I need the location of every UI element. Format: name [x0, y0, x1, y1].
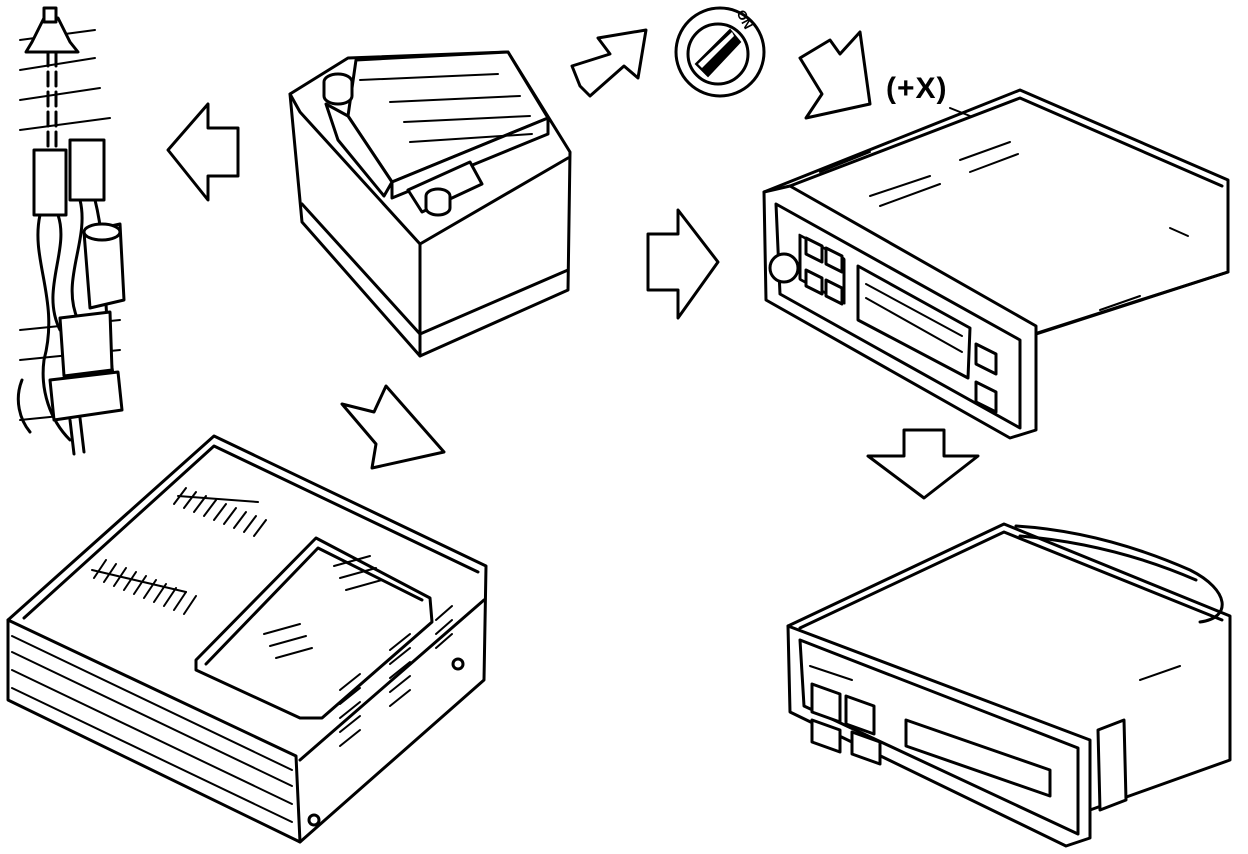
amplifier-unit-icon [6, 434, 488, 844]
ignition-key-icon: ON [674, 6, 766, 98]
vent-slots [93, 487, 453, 747]
battery-icon [288, 50, 572, 358]
cd-unit-icon [786, 522, 1232, 848]
plus-x-label: (+X) [886, 72, 948, 105]
hollow-arrow-icon [166, 28, 980, 500]
antenna-motor-icon [16, 6, 126, 456]
radio-cassette-unit-icon [762, 88, 1230, 440]
